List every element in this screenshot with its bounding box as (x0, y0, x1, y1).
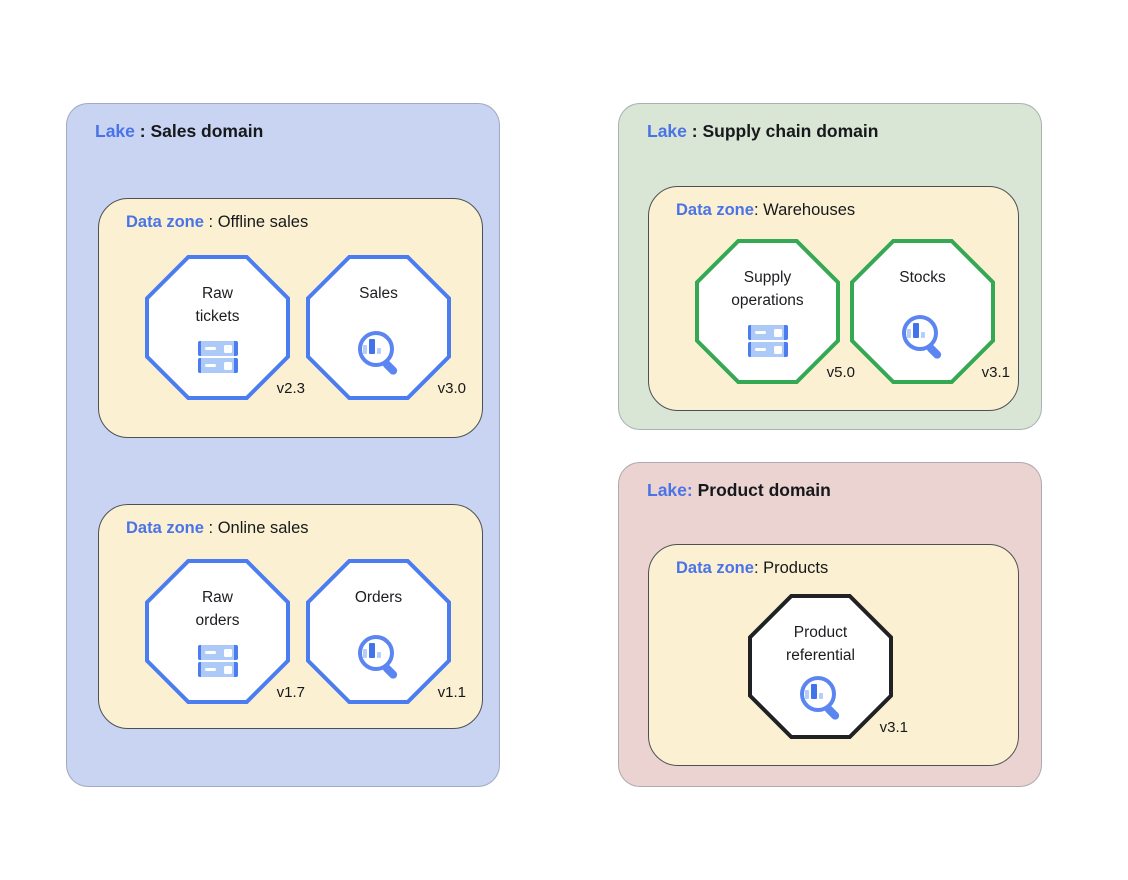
lake-label-prefix: Lake (647, 121, 687, 141)
entity-version: v1.7 (276, 684, 305, 701)
zone-label-name: Offline sales (217, 213, 309, 231)
entity-raw-orders: Raw orders v1.7 (145, 559, 305, 704)
zone-products: Data zone: Products Product referential … (648, 544, 1019, 766)
zone-online-sales: Data zone : Online sales Raw orders v1.7… (98, 504, 483, 729)
lake-sales-domain: Lake : Sales domain Data zone : Offline … (66, 103, 500, 787)
octagon-shape (306, 255, 451, 400)
zone-label-prefix: Data zone (676, 559, 754, 577)
storage-servers-icon (747, 325, 788, 357)
zone-label-separator: : (203, 213, 218, 231)
entity-version: v3.1 (879, 719, 908, 736)
zone-label-prefix: Data zone (676, 201, 754, 219)
lake-label-prefix: Lake: (647, 480, 693, 500)
zone-products-label: Data zone: Products (676, 559, 828, 578)
zone-label-separator: : (753, 201, 764, 219)
lake-supply-chain-domain: Lake : Supply chain domain Data zone: Wa… (618, 103, 1042, 430)
search-insights-icon (356, 331, 402, 379)
entity-version: v1.1 (437, 684, 466, 701)
zone-label-separator: : (753, 559, 764, 577)
search-insights-icon (798, 676, 844, 724)
octagon-shape (850, 239, 995, 384)
zone-warehouses-label: Data zone: Warehouses (676, 201, 855, 220)
lake-supply-label: Lake : Supply chain domain (647, 121, 878, 142)
zone-label-name: Products (763, 559, 829, 577)
zone-label-name: Online sales (217, 519, 309, 537)
zone-label-prefix: Data zone (126, 519, 204, 537)
search-insights-icon (900, 315, 946, 363)
entity-version: v2.3 (276, 380, 305, 397)
lake-label-separator: : (686, 121, 703, 141)
octagon-shape (695, 239, 840, 384)
entity-product-referential: Product referential v3.1 (748, 594, 908, 739)
lake-product-domain: Lake: Product domain Data zone: Products… (618, 462, 1042, 787)
octagon-shape (306, 559, 451, 704)
entity-version: v3.1 (981, 364, 1010, 381)
zone-label-separator: : (203, 519, 218, 537)
search-insights-icon (356, 635, 402, 683)
entity-supply-operations: Supply operations v5.0 (695, 239, 855, 384)
zone-label-name: Warehouses (763, 201, 856, 219)
lake-label-separator: : (134, 121, 151, 141)
entity-name: Product referential (786, 624, 855, 664)
storage-servers-icon (197, 645, 238, 677)
entity-name: Sales (359, 285, 398, 302)
entity-name: Supply operations (731, 269, 804, 309)
entity-name: Raw tickets (195, 285, 240, 325)
lake-sales-label: Lake : Sales domain (95, 121, 263, 142)
zone-offline-sales: Data zone : Offline sales Raw tickets v2… (98, 198, 483, 438)
lake-label-name: Supply chain domain (702, 121, 879, 141)
entity-version: v3.0 (437, 380, 466, 397)
octagon-shape (145, 255, 290, 400)
storage-servers-icon (197, 341, 238, 373)
entity-stocks: Stocks v3.1 (850, 239, 1010, 384)
entity-raw-tickets: Raw tickets v2.3 (145, 255, 305, 400)
entity-name: Orders (354, 589, 403, 606)
zone-label-prefix: Data zone (126, 213, 204, 231)
entity-version: v5.0 (826, 364, 855, 381)
entity-name: Stocks (899, 269, 946, 286)
lake-label-name: Sales domain (150, 121, 264, 141)
lake-label-prefix: Lake (95, 121, 135, 141)
entity-name: Raw orders (195, 589, 240, 629)
octagon-shape (748, 594, 893, 739)
lake-label-name: Product domain (697, 480, 831, 500)
lake-product-label: Lake: Product domain (647, 480, 831, 501)
entity-sales: Sales v3.0 (306, 255, 466, 400)
octagon-shape (145, 559, 290, 704)
zone-online-sales-label: Data zone : Online sales (126, 519, 309, 538)
zone-warehouses: Data zone: Warehouses Supply operations … (648, 186, 1019, 411)
entity-orders: Orders v1.1 (306, 559, 466, 704)
zone-offline-sales-label: Data zone : Offline sales (126, 213, 308, 232)
